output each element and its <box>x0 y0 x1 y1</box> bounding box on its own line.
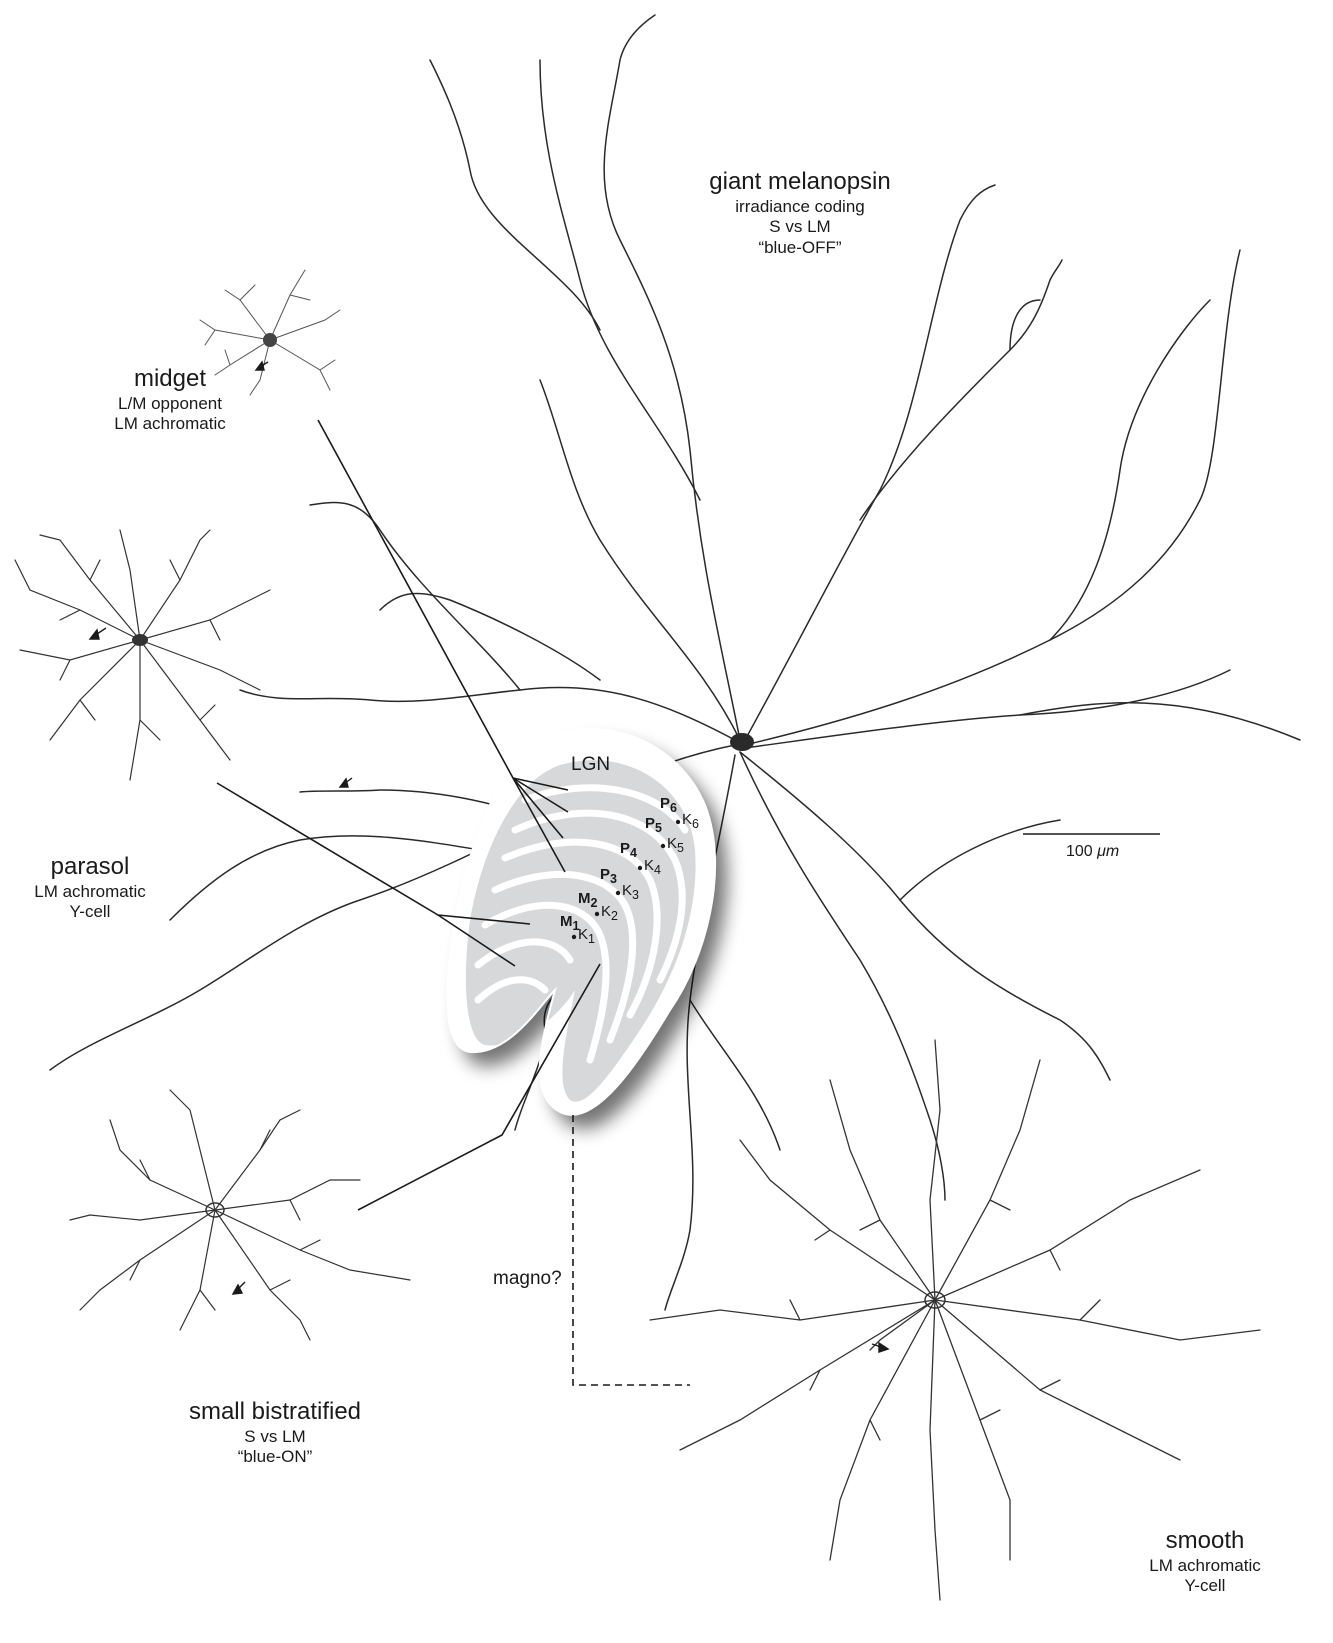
lgn-layer-p5: P5 <box>645 815 662 835</box>
layer-letter: P <box>620 840 630 857</box>
lgn-layer-k2: K2 <box>601 903 618 923</box>
layer-index: 3 <box>632 888 639 902</box>
lgn-layer-m2: M2 <box>578 890 597 910</box>
smooth-line-1: LM achromatic <box>1130 1556 1280 1576</box>
layer-letter: P <box>645 815 655 832</box>
midget-label: midget L/M opponent LM achromatic <box>100 365 240 435</box>
layer-letter: K <box>644 857 654 874</box>
midget-soma <box>263 333 277 347</box>
layer-index: 4 <box>630 846 637 860</box>
parasol-line-1: LM achromatic <box>20 882 160 902</box>
layer-index: 1 <box>588 932 595 946</box>
scale-bar-label: 100 μm <box>1066 843 1119 861</box>
lgn-layer-k1: K1 <box>578 926 595 946</box>
giant-melanopsin-line-2: S vs LM <box>690 217 910 237</box>
lgn-layer-p6: P6 <box>660 795 677 815</box>
layer-index: 6 <box>692 817 699 831</box>
parasol-name: parasol <box>20 853 160 882</box>
layer-index: 2 <box>611 909 618 923</box>
small-bistratified-line-2: “blue-ON” <box>175 1447 375 1467</box>
midget-name: midget <box>100 365 240 394</box>
magno-question-label: magno? <box>493 1268 562 1290</box>
lgn-layer-p4: P4 <box>620 840 637 860</box>
giant-melanopsin-dendrites <box>50 15 1300 1310</box>
parasol-line-2: Y-cell <box>20 902 160 922</box>
midget-line-2: LM achromatic <box>100 414 240 434</box>
small-bistratified-label: small bistratified S vs LM “blue-ON” <box>175 1398 375 1468</box>
lgn-shape <box>447 729 715 1115</box>
parasol-soma <box>132 634 148 646</box>
parasol-cell-dendrites <box>15 530 270 780</box>
lgn-layer-k6: K6 <box>682 811 699 831</box>
scale-bar-value: 100 <box>1066 843 1093 860</box>
giant-melanopsin-name: giant melanopsin <box>690 168 910 197</box>
layer-letter: K <box>578 926 588 943</box>
smooth-line-2: Y-cell <box>1130 1576 1280 1596</box>
small-bistratified-dendrites <box>70 1090 410 1340</box>
layer-index: 5 <box>655 821 662 835</box>
small-bistratified-name: small bistratified <box>175 1398 375 1427</box>
smooth-cell-dendrites <box>650 1040 1260 1600</box>
giant-melanopsin-line-1: irradiance coding <box>690 197 910 217</box>
layer-letter: K <box>601 903 611 920</box>
scale-bar-unit: μm <box>1097 843 1119 860</box>
smooth-label: smooth LM achromatic Y-cell <box>1130 1527 1280 1597</box>
lgn-layer-k3: K3 <box>622 882 639 902</box>
lgn-layer-m1: M1 <box>560 913 579 933</box>
layer-letter: P <box>600 866 610 883</box>
layer-index: 5 <box>677 841 684 855</box>
layer-index: 4 <box>654 863 661 877</box>
layer-index: 3 <box>610 872 617 886</box>
smooth-name: smooth <box>1130 1527 1280 1556</box>
midget-line-1: L/M opponent <box>100 394 240 414</box>
layer-letter: K <box>682 811 692 828</box>
lgn-title: LGN <box>571 754 610 776</box>
giant-melanopsin-label: giant melanopsin irradiance coding S vs … <box>690 168 910 258</box>
layer-letter: M <box>560 913 573 930</box>
giant-melanopsin-soma <box>730 733 754 751</box>
parasol-label: parasol LM achromatic Y-cell <box>20 853 160 923</box>
layer-letter: P <box>660 795 670 812</box>
giant-melanopsin-line-3: “blue-OFF” <box>690 238 910 258</box>
layer-letter: M <box>578 890 591 907</box>
layer-letter: K <box>622 882 632 899</box>
lgn-layer-p3: P3 <box>600 866 617 886</box>
small-bistratified-line-1: S vs LM <box>175 1427 375 1447</box>
layer-index: 2 <box>591 896 598 910</box>
layer-index: 6 <box>670 801 677 815</box>
lgn-layer-k4: K4 <box>644 857 661 877</box>
layer-letter: K <box>667 835 677 852</box>
lgn-layer-k5: K5 <box>667 835 684 855</box>
